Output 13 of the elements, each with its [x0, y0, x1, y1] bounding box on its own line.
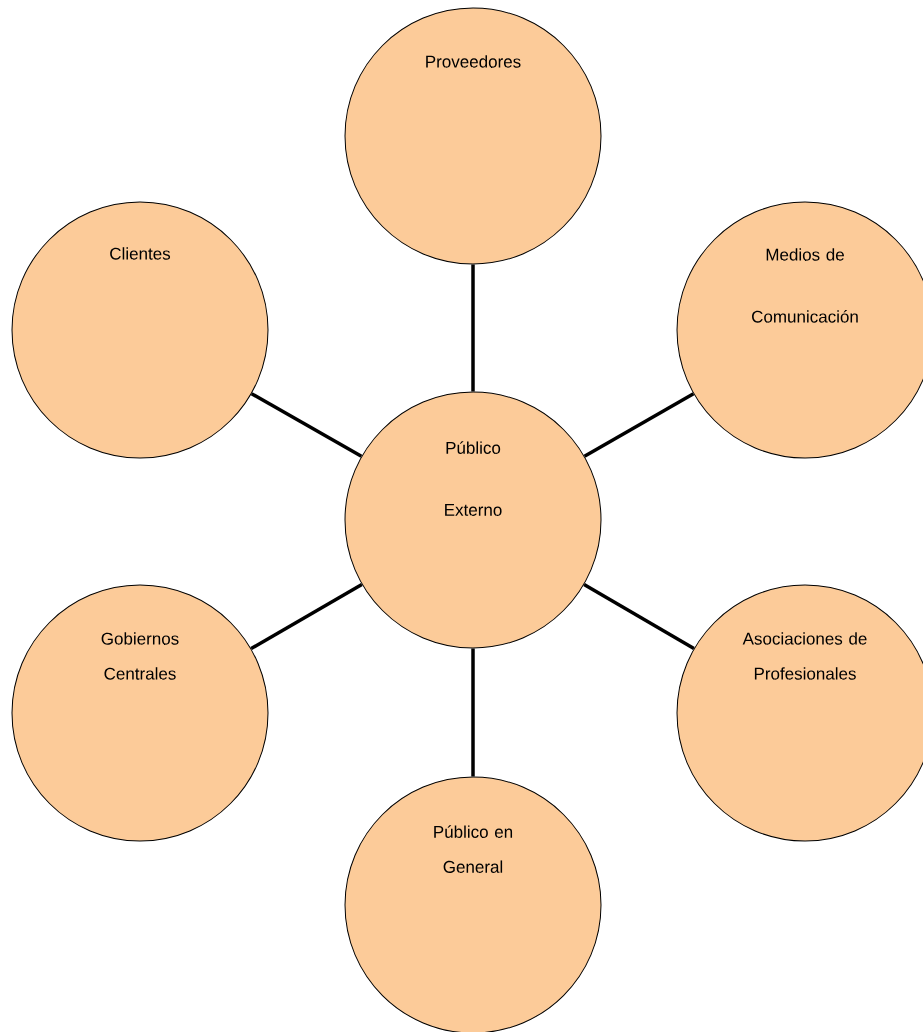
circle-node: Asociaciones de Profesionales [676, 584, 923, 842]
circle-node: Público en General [344, 776, 602, 1032]
connector-line [250, 582, 363, 651]
circle-node: Proveedores [344, 7, 602, 265]
connector-line [583, 392, 695, 458]
circle-node: Medios de Comunicación [676, 201, 923, 459]
circle-node: Clientes [11, 201, 269, 459]
connector-line [250, 392, 363, 458]
connector-line [471, 648, 475, 777]
connector-line [471, 264, 475, 392]
circle-node: Gobiernos Centrales [11, 584, 269, 842]
circle-node: Público Externo [344, 391, 602, 649]
connector-line [583, 583, 695, 650]
